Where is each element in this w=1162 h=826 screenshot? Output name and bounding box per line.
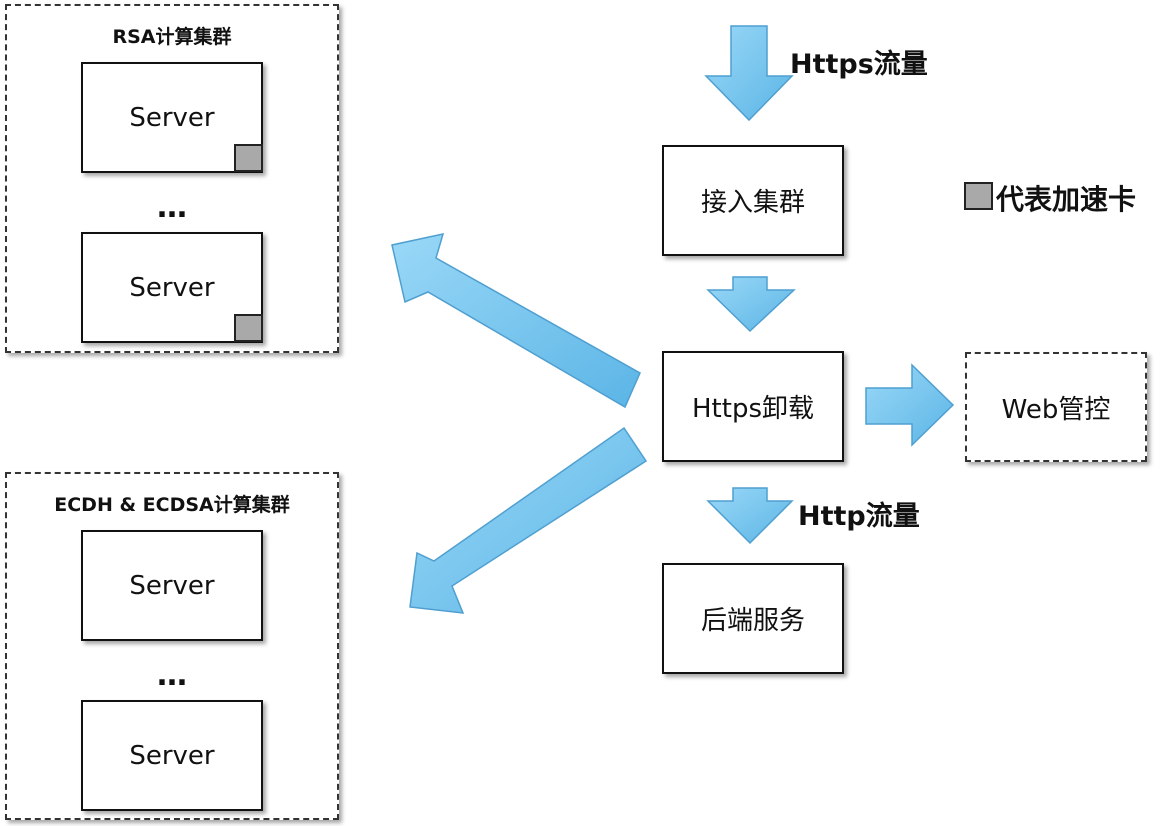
rsa-ellipsis: … xyxy=(157,190,187,225)
arrow-right-to-web-control xyxy=(865,363,955,447)
web-control-box: Web管控 xyxy=(965,352,1147,462)
ecdh-server-1: Server xyxy=(81,530,263,641)
ecdh-cluster-title: ECDH & ECDSA计算集群 xyxy=(54,494,290,516)
http-traffic-label: Http流量 xyxy=(798,501,920,532)
ecdh-server-2: Server xyxy=(81,700,263,811)
server-label: Server xyxy=(129,102,215,133)
arrow-down-http-traffic xyxy=(706,487,794,545)
arrow-down-https-traffic xyxy=(704,25,794,122)
web-control-label: Web管控 xyxy=(1001,394,1111,425)
rsa-server-2: Server xyxy=(81,232,263,343)
legend-swatch-icon xyxy=(964,182,993,210)
access-cluster-box: 接入集群 xyxy=(662,145,844,256)
arrow-down-to-offload xyxy=(706,276,796,333)
server-label: Server xyxy=(129,740,215,771)
accelerator-card-icon xyxy=(234,144,263,172)
rsa-server-1: Server xyxy=(81,62,263,173)
server-label: Server xyxy=(129,272,215,303)
arrow-to-ecdh-cluster xyxy=(409,426,648,614)
accelerator-card-icon xyxy=(234,314,263,342)
arrow-to-rsa-cluster xyxy=(391,233,641,409)
backend-service-label: 后端服务 xyxy=(700,606,805,636)
https-traffic-label: Https流量 xyxy=(790,49,928,80)
access-cluster-label: 接入集群 xyxy=(700,188,805,218)
backend-service-box: 后端服务 xyxy=(662,563,844,674)
https-offload-box: Https卸载 xyxy=(662,351,844,462)
legend-label: 代表加速卡 xyxy=(996,183,1137,216)
rsa-cluster-title: RSA计算集群 xyxy=(112,26,232,48)
ecdh-ellipsis: … xyxy=(157,658,187,693)
server-label: Server xyxy=(129,570,215,601)
https-offload-label: Https卸载 xyxy=(692,394,814,424)
